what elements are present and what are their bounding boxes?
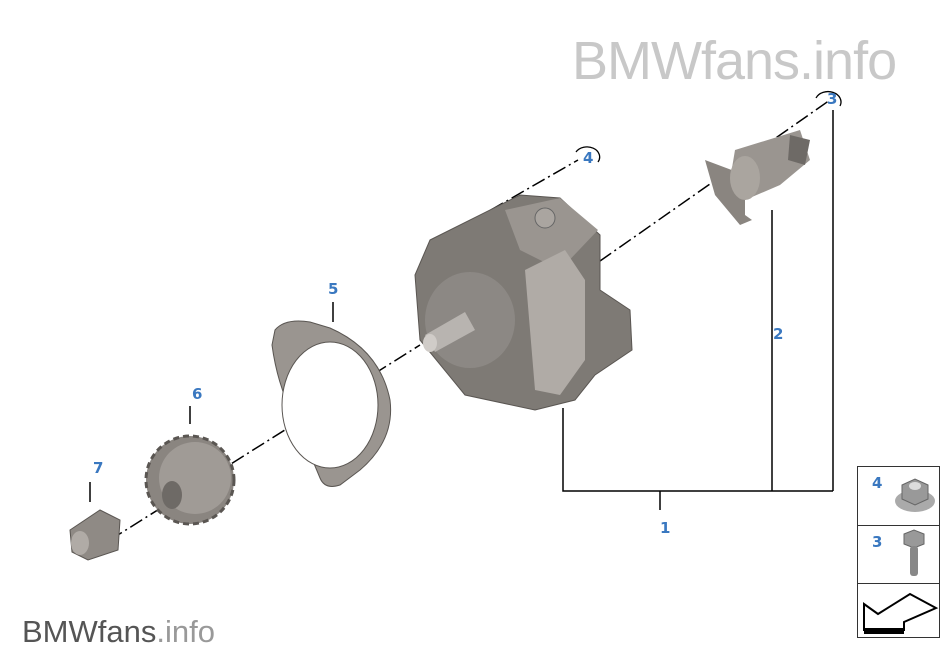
callout-3[interactable]: 3	[827, 90, 838, 108]
legend-item-bolt[interactable]: 3	[858, 526, 939, 584]
callout-5[interactable]: 5	[328, 280, 339, 298]
high-pressure-pump	[414, 194, 633, 411]
callout-1[interactable]: 1	[660, 519, 671, 537]
watermark-suffix: .info	[156, 614, 215, 649]
control-valve	[705, 130, 810, 225]
callout-7[interactable]: 7	[93, 459, 104, 477]
gasket	[271, 320, 392, 487]
flange-nut-icon	[895, 478, 935, 512]
callout-6[interactable]: 6	[192, 385, 203, 403]
hex-bolt-icon	[903, 529, 925, 576]
sprocket	[144, 434, 236, 526]
bracket-lines	[89, 90, 842, 510]
legend-box: 4 3	[857, 466, 940, 638]
watermark-bottom: BMWfans.info	[22, 614, 215, 650]
legend-item-arrow[interactable]	[858, 584, 939, 637]
watermark-top: BMWfans.info	[572, 31, 897, 91]
legend-item-nut[interactable]: 4	[858, 467, 939, 526]
callout-2[interactable]: 2	[773, 325, 784, 343]
legend-number: 3	[872, 533, 883, 551]
nut	[69, 509, 121, 561]
watermark-brand: BMWfans	[22, 614, 157, 649]
legend-number: 4	[872, 474, 883, 492]
arrow-icon	[863, 592, 939, 634]
callout-4[interactable]: 4	[583, 149, 594, 167]
